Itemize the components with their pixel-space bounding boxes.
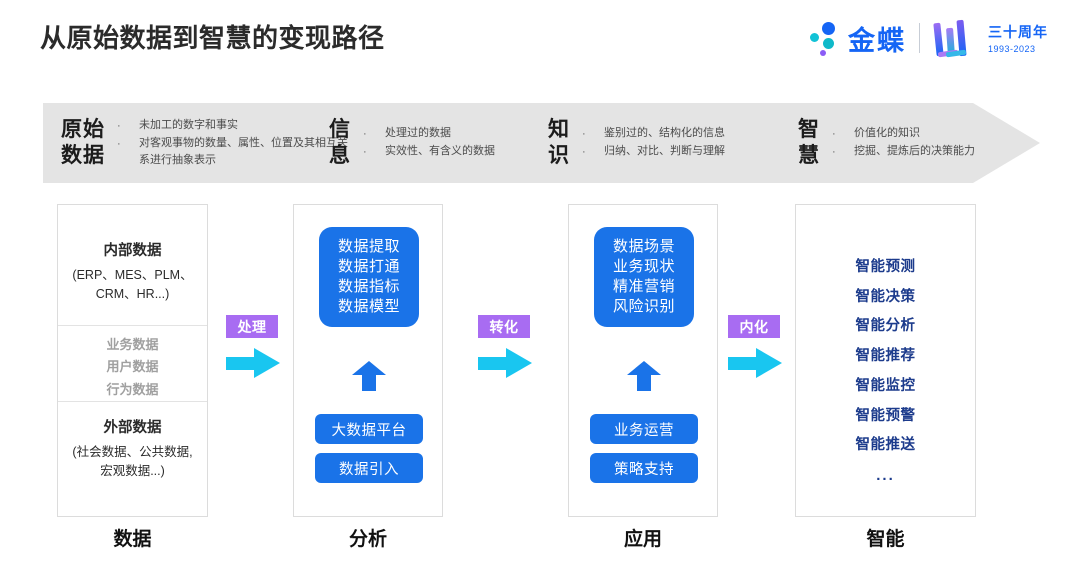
column-label-application: 应用 xyxy=(623,529,662,550)
card-divider xyxy=(58,401,207,402)
internal-data-heading: 内部数据 xyxy=(103,243,162,259)
bullet-text: 对客观事物的数量、属性、位置及其相互关系进行抽象表示 xyxy=(139,136,348,167)
bullet-glyph: · xyxy=(363,146,367,158)
intelligence-capability-list: 智能预测 智能决策 智能分析 智能推荐 智能监控 智能预警 智能推送 ... xyxy=(796,253,975,492)
bullet-glyph: · xyxy=(582,146,586,158)
data-types-list: 业务数据 用户数据 行为数据 xyxy=(58,334,207,401)
list-item: 行为数据 xyxy=(106,381,159,397)
box-line: 数据指标 xyxy=(337,278,400,295)
box-line: 风险识别 xyxy=(612,297,675,315)
list-item: 智能分析 xyxy=(855,318,916,335)
band-wisdom: 智 慧 · 价值化的知识 · 挖掘、提炼后的决策能力 xyxy=(798,103,975,183)
bullet-glyph: · xyxy=(832,146,836,158)
band-bullets: · 处理过的数据 · 实效性、有含义的数据 xyxy=(363,125,495,161)
bullet-glyph: · xyxy=(832,127,836,140)
bullet-text: 价值化的知识 xyxy=(854,126,920,139)
brand-name: 金蝶 xyxy=(848,25,906,56)
list-item: 智能推荐 xyxy=(855,348,916,365)
external-data-sub-line1: (社会数据、公共数据, xyxy=(72,445,193,459)
anniversary-years: 1993-2023 xyxy=(988,44,1036,54)
external-data-section: 外部数据 (社会数据、公共数据, 宏观数据...) xyxy=(58,416,207,481)
right-arrow-icon xyxy=(226,348,284,378)
box-line: 数据提取 xyxy=(337,238,400,256)
connector-processing: 处理 xyxy=(226,315,288,378)
box-line: 数据打通 xyxy=(337,258,400,276)
list-item: 智能预警 xyxy=(855,407,916,424)
band-bullets: · 价值化的知识 · 挖掘、提炼后的决策能力 xyxy=(832,125,975,161)
list-item: 智能监控 xyxy=(855,377,916,394)
connector-badge: 内化 xyxy=(728,315,780,338)
bullet-text: 鉴别过的、结构化的信息 xyxy=(604,126,725,139)
bullet-glyph: · xyxy=(117,119,121,132)
banner-arrow-tip-icon xyxy=(973,103,1040,183)
page-title: 从原始数据到智慧的变现路径 xyxy=(40,23,385,53)
internal-data-sub-line2: CRM、HR...) xyxy=(95,286,170,301)
column-card-application: 数据场景 业务现状 精准营销 风险识别 业务运营 策略支持 xyxy=(568,204,718,517)
list-item: 智能预测 xyxy=(855,259,916,275)
band-information: 信 息 · 处理过的数据 · 实效性、有含义的数据 xyxy=(329,103,495,183)
band-title: 原始 数据 xyxy=(61,118,105,167)
bullet-text: 归纳、对比、判断与理解 xyxy=(604,145,725,157)
list-item: 用户数据 xyxy=(106,359,159,375)
band-title: 知 识 xyxy=(548,118,570,167)
connector-internalization: 内化 xyxy=(728,315,790,378)
box-line: 业务现状 xyxy=(612,258,675,276)
ellipsis-indicator: ... xyxy=(876,467,895,485)
logo-divider xyxy=(919,23,920,53)
column-card-analysis: 数据提取 数据打通 数据指标 数据模型 大数据平台 数据引入 xyxy=(293,204,443,517)
application-pill-operations[interactable]: 业务运营 xyxy=(590,414,698,444)
analysis-pill-platform[interactable]: 大数据平台 xyxy=(315,414,423,444)
bullet-glyph: · xyxy=(582,127,586,140)
bullet-text: 未加工的数字和事实 xyxy=(139,118,238,131)
anniversary-mark-icon xyxy=(933,19,979,58)
connector-transformation: 转化 xyxy=(478,315,540,378)
application-pill-strategy[interactable]: 策略支持 xyxy=(590,453,698,483)
internal-data-section: 内部数据 (ERP、MES、PLM、 CRM、HR...) xyxy=(58,239,207,304)
external-data-sub-line2: 宏观数据...) xyxy=(100,463,165,478)
application-capability-box: 数据场景 业务现状 精准营销 风险识别 xyxy=(594,227,694,327)
band-knowledge: 知 识 · 鉴别过的、结构化的信息 · 归纳、对比、判断与理解 xyxy=(548,103,725,183)
internal-data-sub-line1: (ERP、MES、PLM、 xyxy=(72,268,193,282)
external-data-heading: 外部数据 xyxy=(103,420,162,436)
band-bullets: · 未加工的数字和事实 · 对客观事物的数量、属性、位置及其相互关系进行抽象表示 xyxy=(117,117,349,169)
box-line: 精准营销 xyxy=(612,278,675,295)
kingdee-dots-icon xyxy=(808,21,842,56)
connector-badge: 转化 xyxy=(478,315,530,338)
analysis-capability-box: 数据提取 数据打通 数据指标 数据模型 xyxy=(319,227,419,327)
card-divider xyxy=(58,325,207,326)
column-card-intelligence: 智能预测 智能决策 智能分析 智能推荐 智能监控 智能预警 智能推送 ... xyxy=(795,204,976,517)
bullet-glyph: · xyxy=(363,127,367,140)
bullet-text: 实效性、有含义的数据 xyxy=(385,145,495,157)
column-label-data: 数据 xyxy=(113,529,152,550)
box-line: 数据场景 xyxy=(612,238,675,256)
list-item: 智能决策 xyxy=(855,288,916,305)
box-line: 数据模型 xyxy=(337,297,400,315)
column-label-intelligence: 智能 xyxy=(866,529,905,550)
band-bullets: · 鉴别过的、结构化的信息 · 归纳、对比、判断与理解 xyxy=(582,125,725,161)
column-label-analysis: 分析 xyxy=(348,529,387,550)
anniversary-text: 三十周年 1993-2023 xyxy=(988,22,1048,54)
list-item: 业务数据 xyxy=(106,337,159,352)
analysis-pill-ingestion[interactable]: 数据引入 xyxy=(315,453,423,483)
band-title: 信 息 xyxy=(329,118,351,167)
anniversary-title: 三十周年 xyxy=(988,24,1048,40)
brand-logo: 金蝶 三十周年 1993-2023 xyxy=(808,18,1048,58)
band-title: 智 慧 xyxy=(798,118,820,167)
bullet-text: 处理过的数据 xyxy=(385,126,451,139)
right-arrow-icon xyxy=(728,348,786,378)
bullet-glyph: · xyxy=(117,137,121,150)
bullet-text: 挖掘、提炼后的决策能力 xyxy=(854,145,975,157)
column-card-data: 内部数据 (ERP、MES、PLM、 CRM、HR...) 业务数据 用户数据 … xyxy=(57,204,208,517)
up-arrow-icon xyxy=(352,361,386,391)
connector-badge: 处理 xyxy=(226,315,278,338)
list-item: 智能推送 xyxy=(855,437,916,454)
right-arrow-icon xyxy=(478,348,536,378)
dikw-banner: 原始 数据 · 未加工的数字和事实 · 对客观事物的数量、属性、位置及其相互关系进行… xyxy=(43,103,1040,183)
band-raw-data: 原始 数据 · 未加工的数字和事实 · 对客观事物的数量、属性、位置及其相互关系进行… xyxy=(61,103,349,183)
up-arrow-icon xyxy=(627,361,661,391)
banner-body xyxy=(43,103,973,183)
